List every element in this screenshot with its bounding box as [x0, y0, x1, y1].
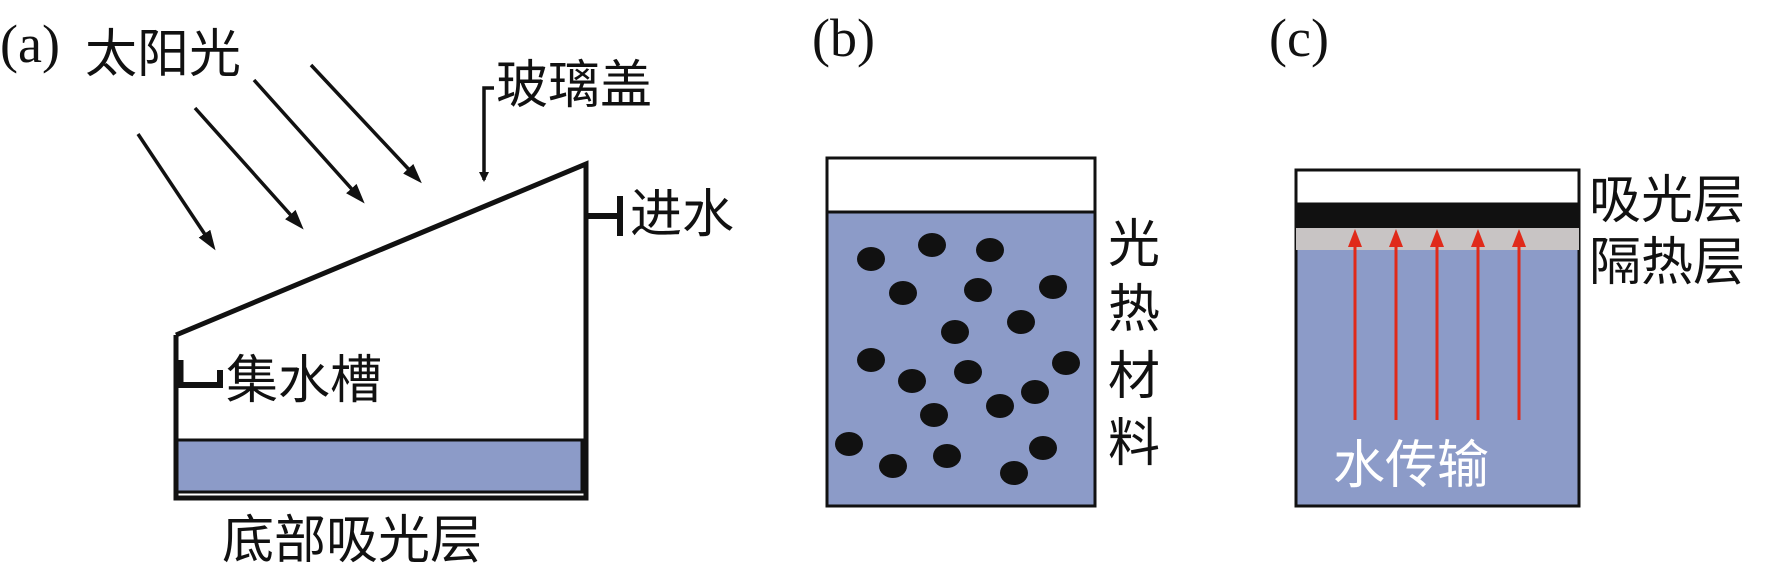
particle — [835, 432, 863, 456]
sunlight-arrows — [136, 63, 422, 251]
bottom-absorber-layer — [174, 438, 584, 494]
insulation-layer-label: 隔热层 — [1589, 233, 1745, 293]
particle — [1052, 351, 1080, 375]
photothermal-particles — [835, 233, 1080, 485]
sunlight-arrow — [193, 106, 304, 230]
panel-a-label: (a) — [0, 14, 60, 74]
particle — [964, 278, 992, 302]
bottom-absorber-label: 底部吸光层 — [222, 511, 482, 569]
particle — [986, 394, 1014, 418]
particle — [918, 233, 946, 257]
collector-label: 集水槽 — [226, 351, 382, 411]
still-housing — [173, 160, 589, 501]
material-char: 热 — [1108, 280, 1160, 340]
particle — [857, 247, 885, 271]
material-char: 料 — [1108, 414, 1160, 474]
sunlight-arrow — [309, 63, 422, 184]
particle — [976, 238, 1004, 262]
particle — [1029, 436, 1057, 460]
panel-a: (a) 太阳光 玻璃盖 进水 集水槽 底部吸光层 — [0, 14, 734, 569]
particle — [1000, 461, 1028, 485]
particle — [1007, 310, 1035, 334]
absorber-layer — [1296, 204, 1579, 228]
photothermal-material-label: 光 热 材 料 — [1108, 215, 1160, 474]
particle — [941, 320, 969, 344]
particle — [920, 403, 948, 427]
glass-cover-leader — [479, 86, 494, 182]
absorber-layer-label: 吸光层 — [1589, 171, 1745, 231]
particle — [889, 281, 917, 305]
water-inlet — [586, 196, 623, 236]
sunlight-arrow — [252, 78, 365, 204]
particle — [933, 444, 961, 468]
water-transport-label: 水传输 — [1333, 436, 1489, 496]
glass-cover-label: 玻璃盖 — [496, 56, 652, 116]
collector-trough — [176, 360, 223, 388]
panel-c: (c) 水传输 吸光层 隔热层 — [1269, 8, 1745, 508]
material-char: 光 — [1108, 215, 1160, 275]
particle — [898, 369, 926, 393]
panel-b: (b) 光 热 材 — [812, 8, 1160, 508]
particle — [954, 360, 982, 384]
water-transport-arrows — [1348, 229, 1526, 420]
particle — [857, 348, 885, 372]
particle — [879, 454, 907, 478]
particle — [1039, 275, 1067, 299]
panel-b-label: (b) — [812, 8, 875, 68]
air-gap — [1294, 168, 1581, 206]
particle — [1021, 380, 1049, 404]
water-inlet-label: 进水 — [630, 185, 734, 245]
panel-c-label: (c) — [1269, 8, 1329, 68]
sunlight-label: 太阳光 — [85, 25, 241, 85]
sunlight-arrow — [136, 133, 216, 251]
material-char: 材 — [1108, 347, 1160, 407]
